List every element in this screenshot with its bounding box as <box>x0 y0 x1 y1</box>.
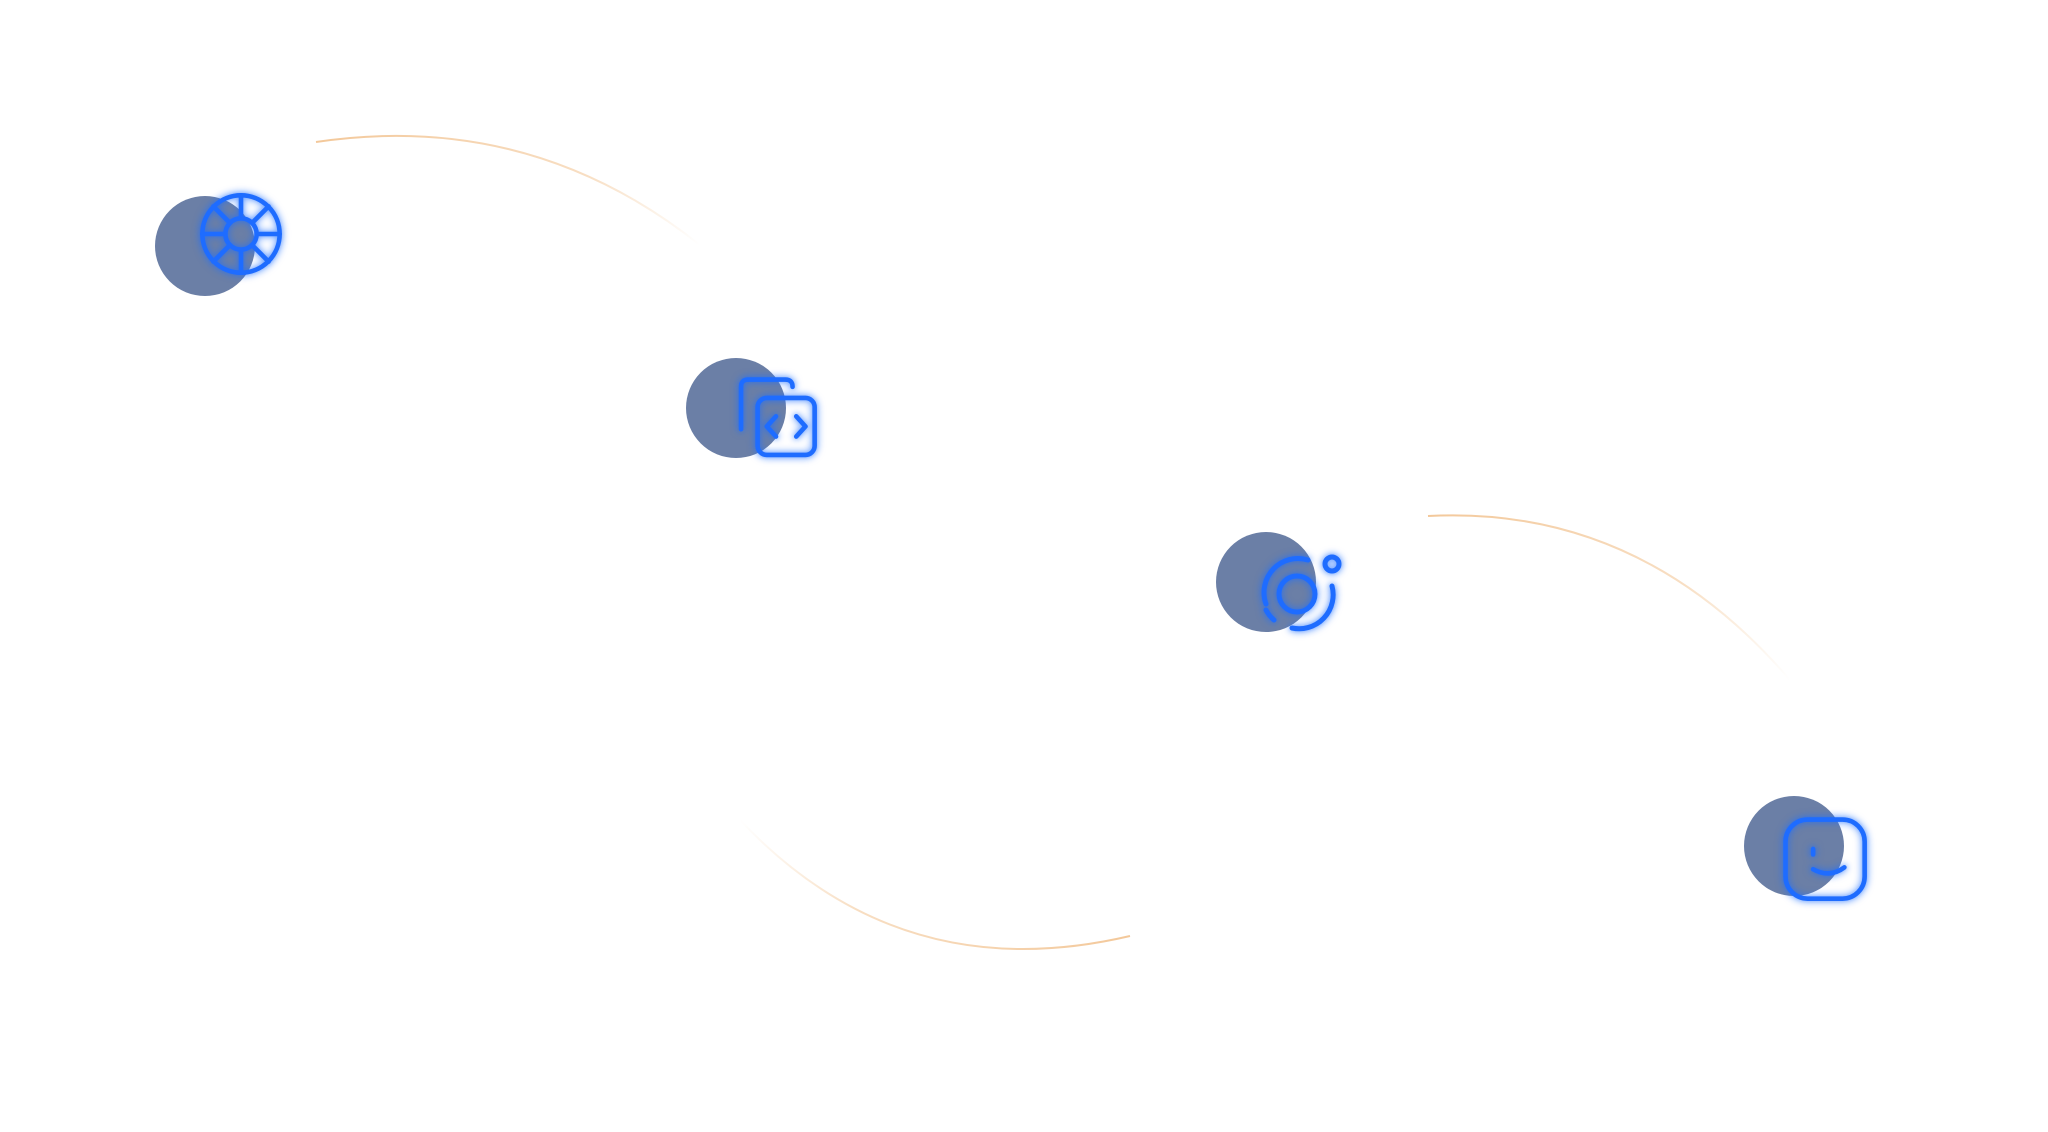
step-1 <box>155 193 395 416</box>
connector-arc-3 <box>1427 514 1791 681</box>
code-copy-icon <box>738 377 817 458</box>
step-3 <box>1216 532 1456 752</box>
support-lifebuoy-icon <box>200 193 282 275</box>
step-2-disc <box>686 358 786 458</box>
orbit-icon <box>1261 554 1342 632</box>
connector-arc-2 <box>739 819 1131 950</box>
smiley-face-icon <box>1783 817 1867 901</box>
step-4 <box>1744 796 1984 1016</box>
step-2 <box>686 358 926 578</box>
step-4-disc <box>1744 796 1844 896</box>
connector-arc-1 <box>315 134 701 246</box>
